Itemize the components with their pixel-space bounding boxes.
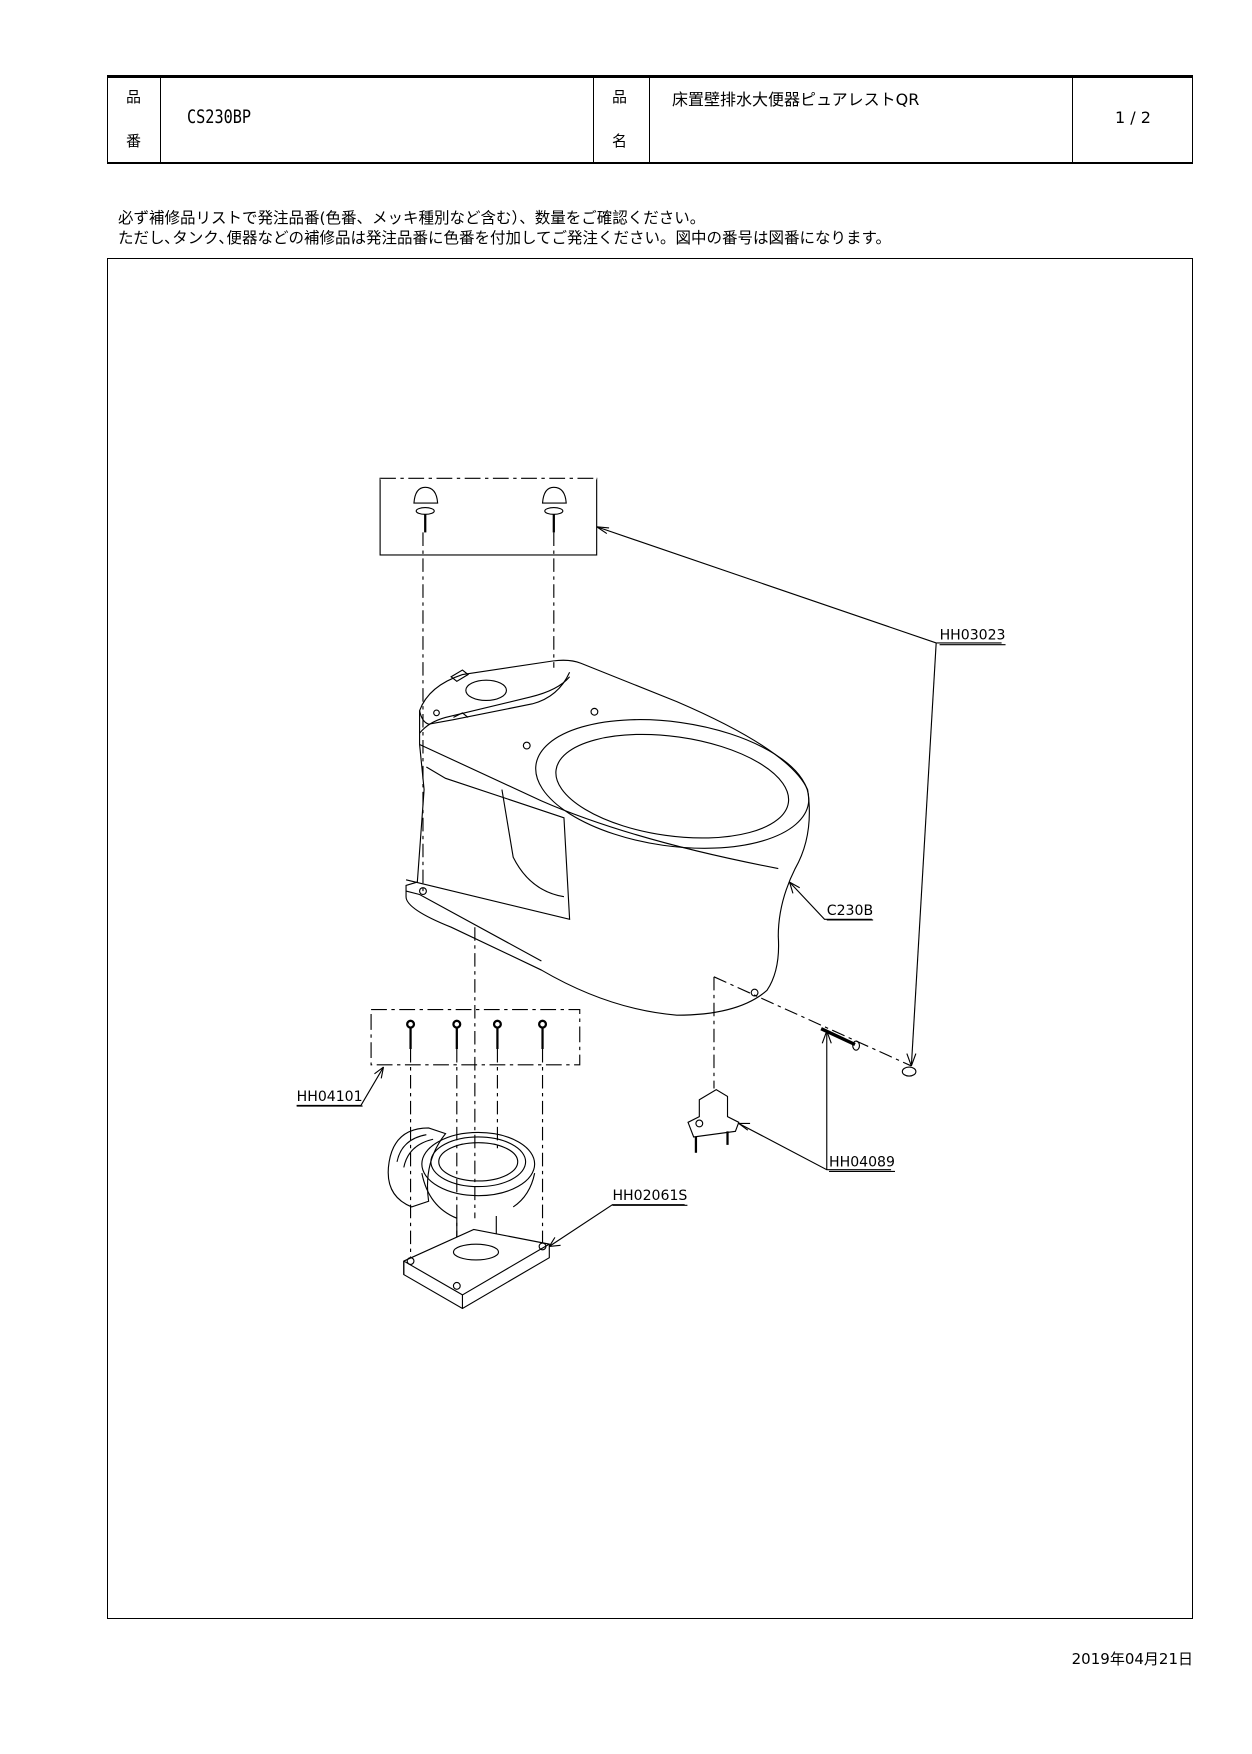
part-number-label-cell: 品 番 xyxy=(108,78,161,162)
part-label-hh04101: HH04101 xyxy=(297,1089,363,1105)
title-block: 品 番 CS230BP 品 名 床置壁排水大便器ピュアレストQR 1 / 2 xyxy=(107,75,1193,164)
page-indicator: 1 / 2 xyxy=(1115,108,1151,127)
cap-group-box xyxy=(379,477,598,556)
drain-flange-icon xyxy=(387,1127,550,1310)
bolt-cap-icon xyxy=(413,486,439,533)
note-line-2: ただし､タンク､便器などの補修品は発注品番に色番を付加してご発注ください。図中の… xyxy=(118,229,891,247)
side-cap-icon xyxy=(901,1066,917,1077)
product-name: 床置壁排水大便器ピュアレストQR xyxy=(672,90,920,109)
page-cell: 1 / 2 xyxy=(1073,78,1192,162)
bolt-cap-icon xyxy=(541,486,567,533)
part-number-label-bottom: 番 xyxy=(126,132,142,150)
part-label-hh02061s: HH02061S xyxy=(612,1188,687,1204)
part-number-label-top: 品 xyxy=(126,88,142,106)
part-label-hh03023: HH03023 xyxy=(940,628,1006,644)
part-label-c230b: C230B xyxy=(827,903,873,919)
part-number: CS230BP xyxy=(187,106,252,128)
drawing-frame xyxy=(107,258,1193,1619)
issue-date: 2019年04月21日 xyxy=(1071,1650,1193,1668)
product-name-label-top: 品 xyxy=(612,88,628,106)
product-name-label-bottom: 名 xyxy=(612,132,628,150)
product-name-cell: 床置壁排水大便器ピュアレストQR xyxy=(650,78,1073,162)
product-name-label-cell: 品 名 xyxy=(594,78,650,162)
screw-icons xyxy=(406,1019,548,1050)
part-label-hh04089: HH04089 xyxy=(829,1154,895,1170)
leader-hh03023 xyxy=(596,526,937,644)
part-number-cell: CS230BP xyxy=(161,78,594,162)
toilet-bowl-drawing xyxy=(405,659,810,1016)
note-line-1: 必ず補修品リストで発注品番(色番、メッキ種別など含む）、数量をご確認ください。 xyxy=(118,209,706,227)
floor-bracket-icon xyxy=(687,1088,740,1153)
